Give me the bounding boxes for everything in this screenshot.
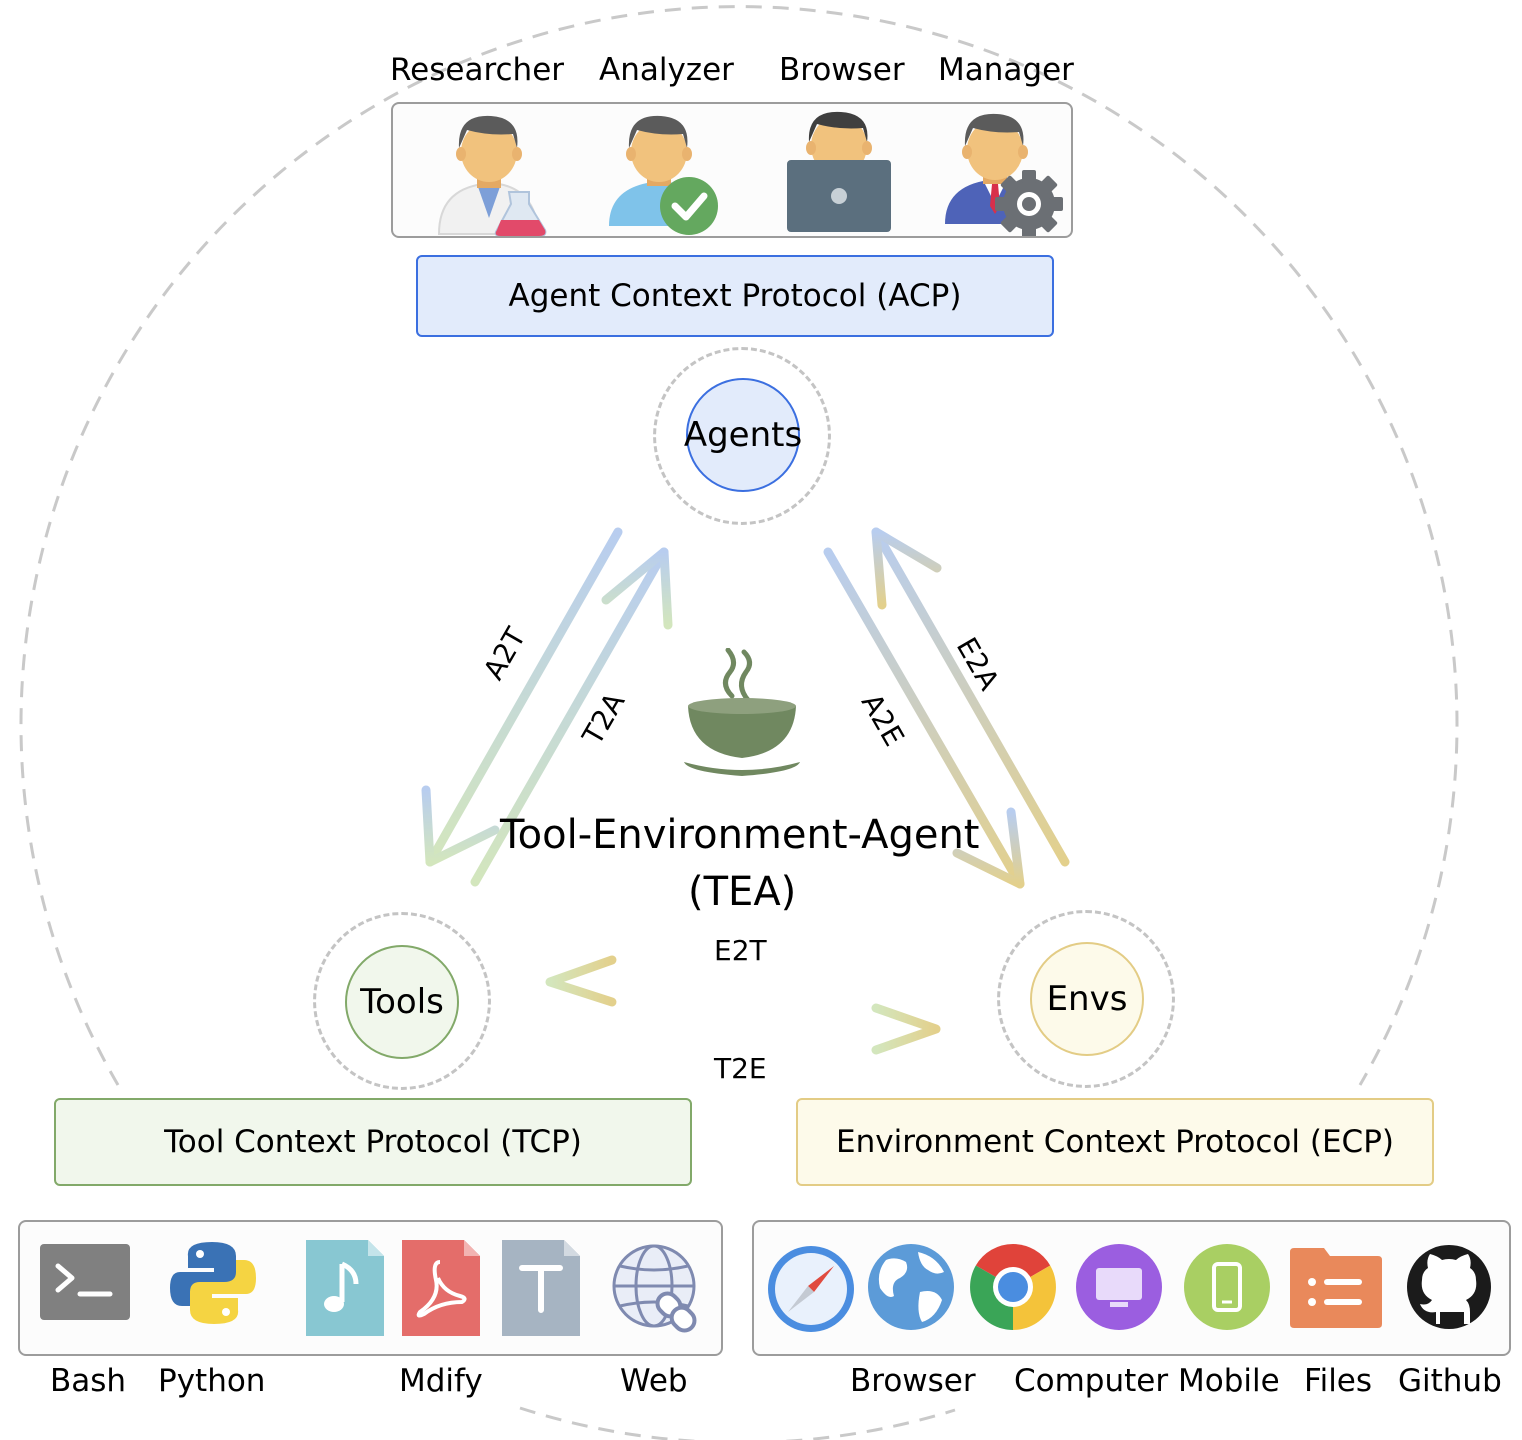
tea-cup-icon <box>684 648 800 776</box>
analyzer-icon <box>609 115 718 235</box>
agent-label-manager: Manager <box>938 52 1074 88</box>
envs-ring <box>997 910 1175 1088</box>
arrow-a2e <box>823 547 1025 889</box>
agent-label-researcher: Researcher <box>390 52 565 88</box>
agent-label-browser: Browser <box>779 52 905 88</box>
arrow-a2t <box>421 527 623 867</box>
text-file-icon <box>502 1240 580 1336</box>
center-subtitle: (TEA) <box>688 869 797 915</box>
tools-node: Tools <box>345 945 459 1059</box>
acp-protocol-box: Agent Context Protocol (ACP) <box>416 255 1054 337</box>
tools-ring <box>313 912 491 1090</box>
ecp-protocol-box: Environment Context Protocol (ECP) <box>796 1098 1434 1186</box>
pdf-file-icon <box>402 1240 480 1336</box>
agents-node: Agents <box>684 378 802 492</box>
env-label-computer: Computer <box>1014 1363 1169 1399</box>
env-label-mobile: Mobile <box>1178 1363 1280 1399</box>
tcp-protocol-box: Tool Context Protocol (TCP) <box>54 1098 692 1186</box>
arrow-t2a <box>470 547 673 887</box>
agent-label-analyzer: Analyzer <box>599 52 734 88</box>
edge-label-e2t: E2T <box>714 934 767 967</box>
files-icon <box>1290 1248 1382 1328</box>
arrow-t2e <box>543 1003 941 1055</box>
env-label-files: Files <box>1304 1363 1373 1399</box>
agents-panel <box>391 102 1073 238</box>
outer-dashed-circle <box>19 5 1459 1086</box>
safari-icon <box>768 1246 854 1332</box>
tool-label-python: Python <box>158 1363 266 1399</box>
tool-label-web: Web <box>620 1363 688 1399</box>
edge-label-t2e: T2E <box>714 1052 767 1085</box>
envs-panel <box>752 1220 1511 1356</box>
env-label-github: Github <box>1398 1363 1502 1399</box>
agents-ring <box>653 347 831 525</box>
envs-node: Envs <box>1030 942 1144 1056</box>
outer-dashed-circle-bottom <box>519 1406 956 1440</box>
browser-agent-icon <box>787 111 891 232</box>
terminal-icon <box>40 1244 130 1320</box>
mobile-icon <box>1184 1244 1270 1330</box>
web-link-icon <box>612 1244 697 1333</box>
center-title: Tool-Environment-Agent <box>500 812 980 858</box>
env-label-browser: Browser <box>850 1363 976 1399</box>
arrow-e2a <box>871 527 1070 867</box>
computer-icon <box>1076 1244 1162 1330</box>
globe-icon <box>868 1244 954 1330</box>
tools-panel <box>18 1220 723 1356</box>
github-icon <box>1407 1245 1491 1329</box>
manager-icon <box>945 113 1063 236</box>
tool-label-mdify: Mdify <box>399 1363 483 1399</box>
arrow-e2t <box>545 955 943 1007</box>
python-icon <box>170 1242 256 1324</box>
researcher-icon <box>437 115 547 236</box>
tool-label-bash: Bash <box>50 1363 127 1399</box>
chrome-icon <box>970 1244 1056 1330</box>
audio-file-icon <box>306 1240 384 1336</box>
